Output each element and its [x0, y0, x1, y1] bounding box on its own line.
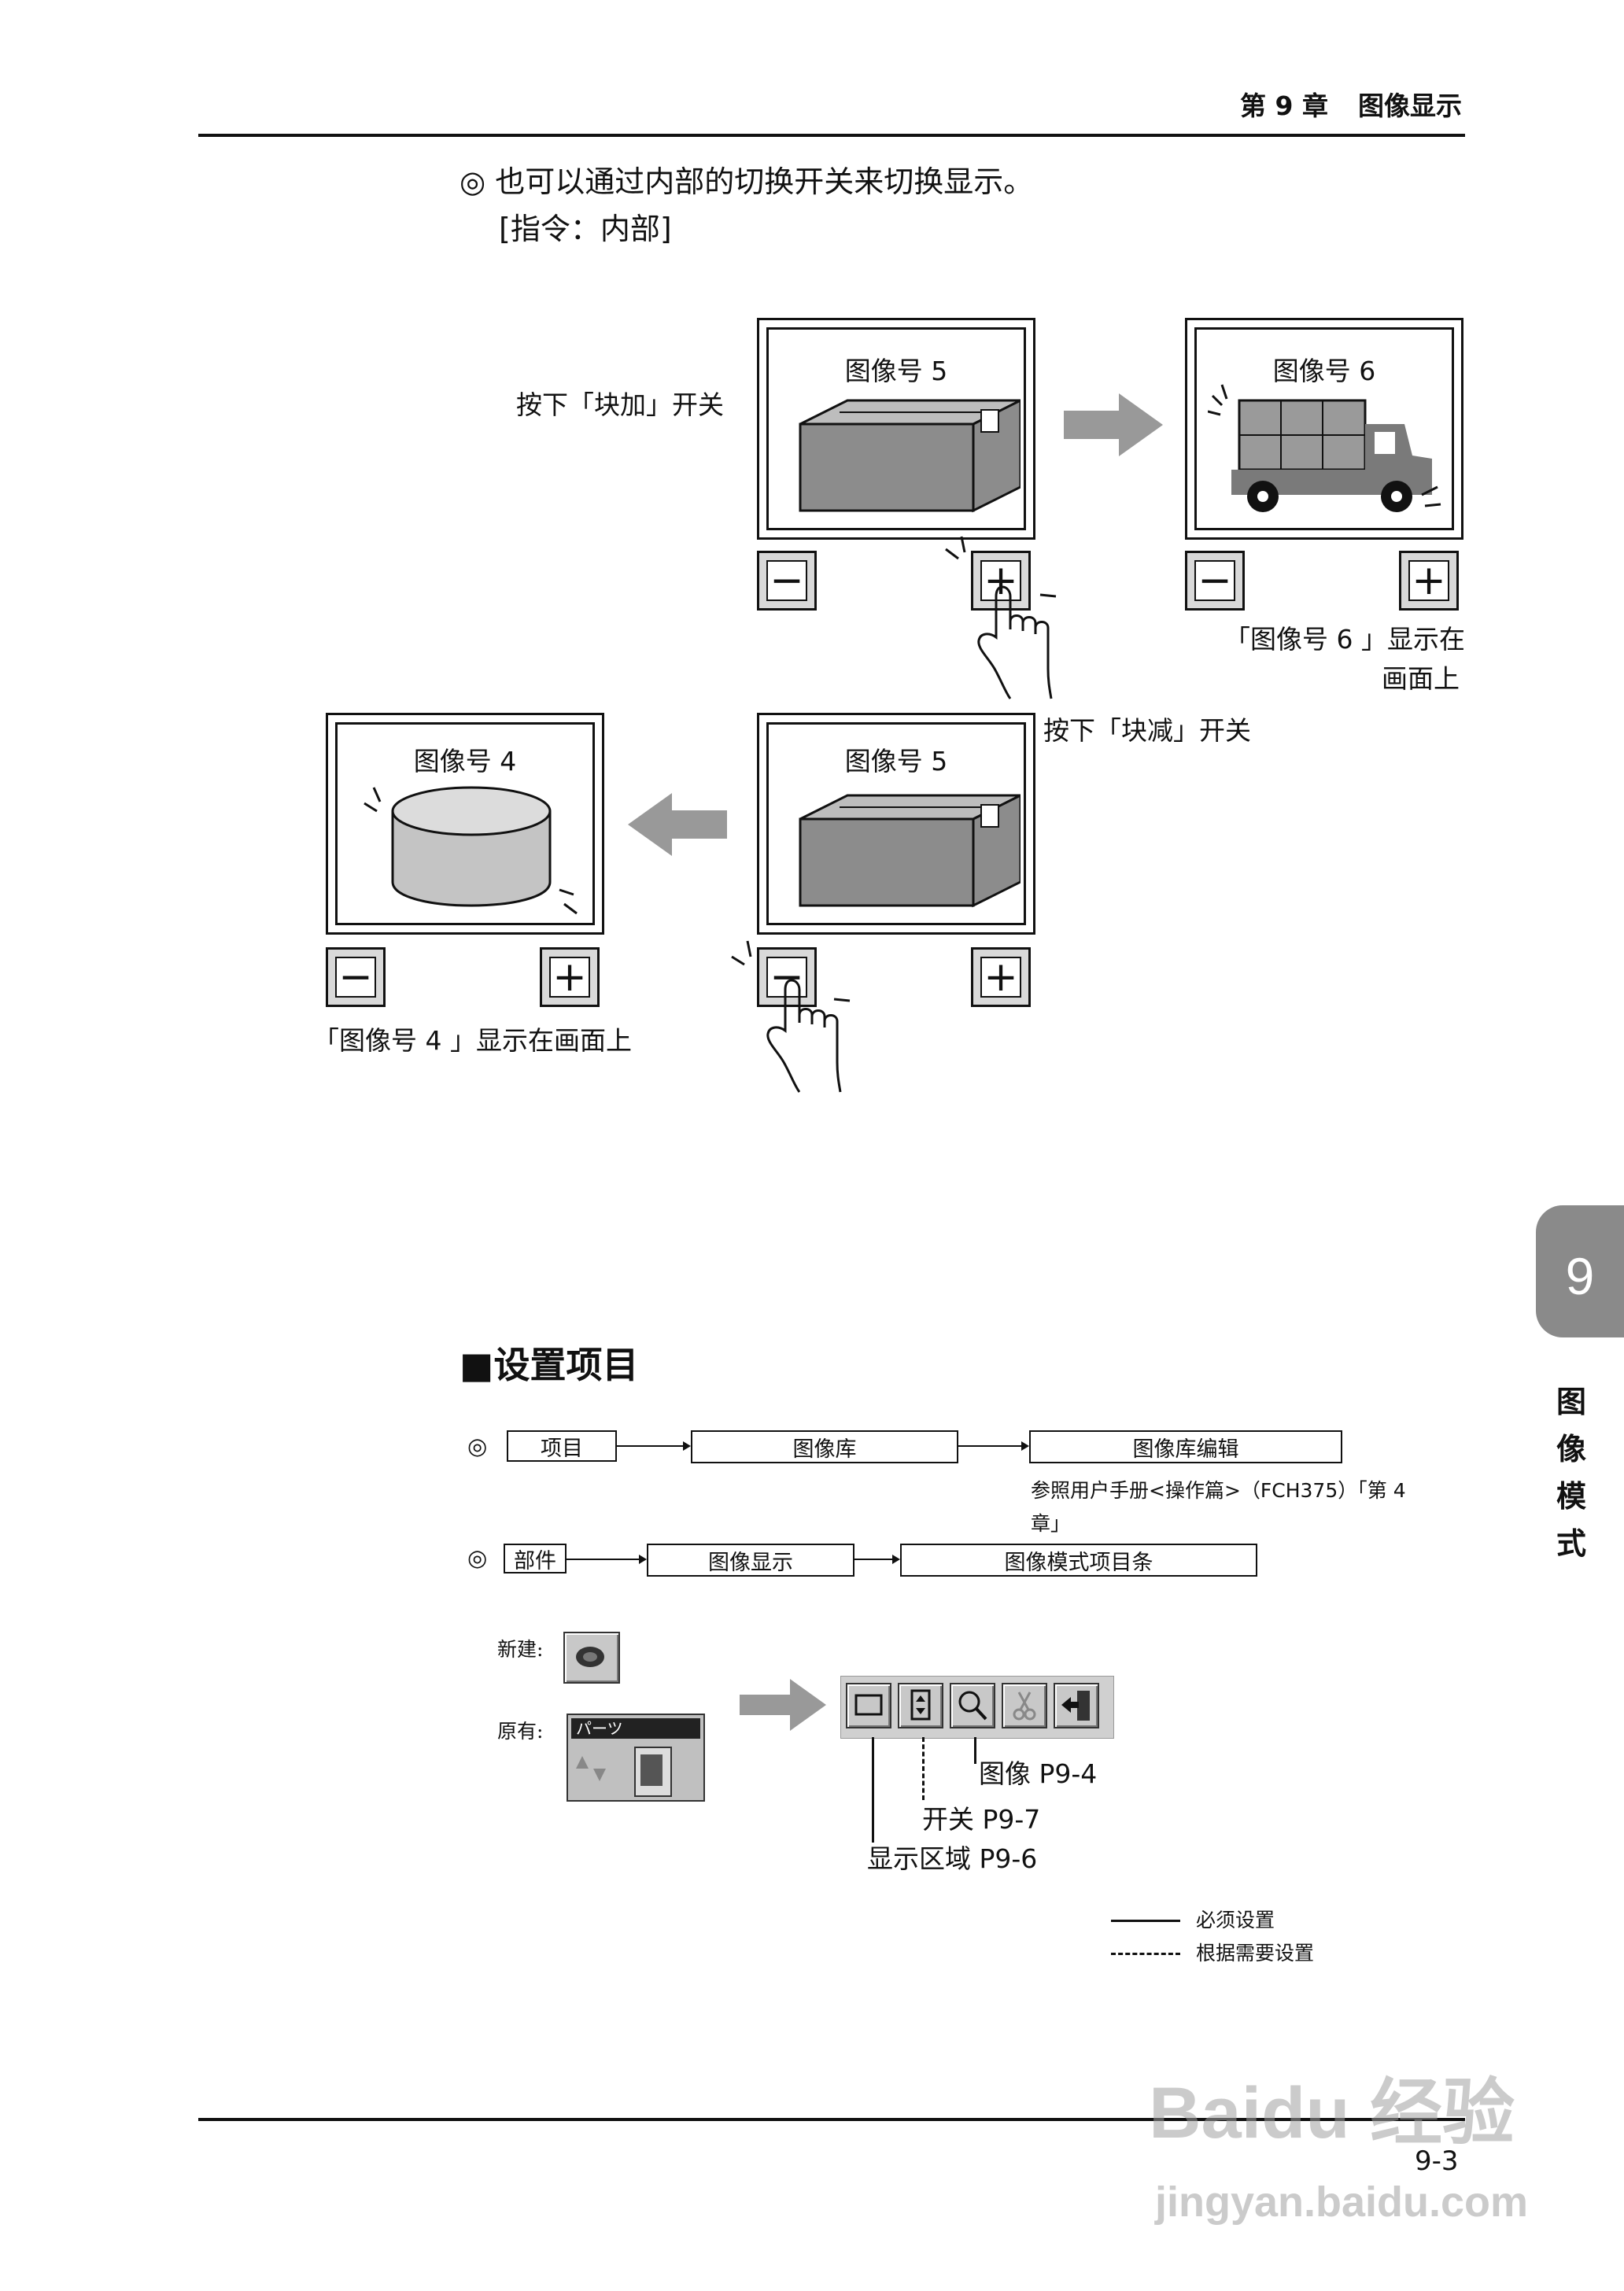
rectangle-icon	[854, 1694, 883, 1716]
callout-line-image	[974, 1737, 976, 1764]
watermark-url: jingyan.baidu.com	[1155, 2178, 1529, 2226]
legend-solid-line	[1111, 1920, 1180, 1922]
flow-connector-icon	[617, 1441, 691, 1451]
minus-key-top-right[interactable]: −	[1185, 551, 1245, 611]
switch-icon	[910, 1689, 931, 1721]
flow-connector-icon	[854, 1555, 900, 1564]
new-label: 新建:	[497, 1638, 544, 1661]
flow-item-parts: 部件	[504, 1544, 567, 1573]
plus-key-bottom-left[interactable]: +	[540, 947, 600, 1007]
arrow-right-icon	[1064, 393, 1163, 456]
label-image-6-shown-line2: 画面上	[1382, 663, 1460, 694]
screen-title: 图像号 4	[413, 746, 517, 777]
scroll-arrows-icon[interactable]	[574, 1750, 609, 1787]
label-image-4-shown: 「图像号 4 」显示在画面上	[313, 1025, 632, 1056]
image-part-icon	[576, 1647, 604, 1667]
flow-bullet: ◎	[467, 1433, 488, 1459]
switch-button[interactable]	[898, 1683, 943, 1728]
image-mode-toolbar	[840, 1676, 1114, 1739]
screen-image-5-bottom: 图像号 5	[757, 713, 1035, 935]
footer-rule	[198, 2118, 1465, 2121]
parts-panel[interactable]: パーツ	[567, 1714, 705, 1802]
new-image-button[interactable]	[563, 1632, 620, 1684]
legend-required: 必须设置	[1196, 1909, 1275, 1931]
flow-item-image-library-edit: 图像库编辑	[1029, 1430, 1342, 1463]
cut-button[interactable]	[1002, 1683, 1047, 1728]
chapter-title: 图像显示	[1358, 90, 1462, 121]
plus-key-bottom-right[interactable]: +	[971, 947, 1031, 1007]
flow-bullet: ◎	[467, 1544, 488, 1571]
arrow-left-icon	[628, 793, 727, 856]
flow-item-project: 项目	[507, 1430, 617, 1462]
minus-key-label: −	[335, 957, 376, 998]
legend-optional: 根据需要设置	[1196, 1942, 1315, 1965]
page-number: 9-3	[1415, 2145, 1459, 2177]
flow-item-image-mode-bar: 图像模式项目条	[900, 1544, 1257, 1577]
screen-title: 图像号 6	[1272, 356, 1376, 386]
header-rule	[198, 134, 1465, 137]
minus-key-bottom-left[interactable]: −	[326, 947, 386, 1007]
screen-title: 图像号 5	[844, 356, 948, 386]
plus-key-label: +	[980, 560, 1021, 601]
press-spark-icon	[731, 940, 851, 1002]
callout-line-switch	[922, 1737, 925, 1800]
screen-title: 图像号 5	[844, 746, 948, 777]
display-area-button[interactable]	[846, 1683, 891, 1728]
exit-button[interactable]	[1054, 1683, 1099, 1728]
flow-item-image-display: 图像显示	[647, 1544, 854, 1577]
chapter-tab-number: 9	[1565, 1247, 1595, 1305]
plus-key-top-left[interactable]: +	[971, 551, 1031, 611]
press-spark-icon	[945, 536, 1057, 598]
settings-heading: ■设置项目	[460, 1344, 639, 1386]
reference-note-line1: 参照用户手册<操作篇>（FCH375）「第 4	[1031, 1479, 1406, 1502]
plus-key-label: +	[1408, 560, 1449, 601]
label-press-minus: 按下「块减」开关	[1043, 715, 1251, 746]
scissors-icon	[1013, 1692, 1036, 1721]
magnifier-icon	[958, 1691, 987, 1721]
legend-dashed-line	[1111, 1953, 1180, 1955]
minus-key-label: −	[1194, 560, 1235, 601]
hand-pointer-icon	[766, 979, 842, 1093]
callout-switch: 开关 P9-7	[922, 1804, 1041, 1835]
plus-key-label: +	[549, 957, 590, 998]
intro-text: ◎ 也可以通过内部的切换开关来切换显示。	[460, 164, 1034, 199]
plus-key-top-right[interactable]: +	[1399, 551, 1459, 611]
parts-panel-title: パーツ	[571, 1718, 700, 1739]
cylinder-icon	[364, 786, 578, 915]
chapter-number: 第 9 章	[1240, 90, 1328, 121]
chapter-tab-title: 图像模式	[1556, 1385, 1586, 1561]
flow-item-image-library: 图像库	[691, 1430, 958, 1463]
flow-connector-icon	[958, 1441, 1029, 1451]
box-icon	[799, 399, 1021, 513]
image-button[interactable]	[950, 1683, 995, 1728]
truck-icon	[1208, 384, 1441, 512]
minus-key-top-left[interactable]: −	[757, 551, 817, 611]
screen-image-5-top: 图像号 5	[757, 318, 1035, 540]
chapter-side-tab: 9	[1536, 1205, 1624, 1337]
image-part-icon[interactable]	[634, 1747, 672, 1797]
watermark-logo: Baidu 经验	[1149, 2073, 1515, 2153]
screen-image-6: 图像号 6	[1185, 318, 1463, 540]
hand-pointer-icon	[977, 585, 1053, 699]
flow-connector-icon	[567, 1555, 647, 1564]
box-icon	[799, 794, 1021, 908]
screen-image-4: 图像号 4	[326, 713, 604, 935]
callout-line-display	[872, 1737, 874, 1843]
label-press-plus: 按下「块加」开关	[516, 389, 724, 420]
intro-command: [指令：内部]	[499, 212, 672, 246]
callout-image: 图像 P9-4	[979, 1758, 1098, 1789]
reference-note-line2: 章」	[1031, 1512, 1071, 1535]
label-image-6-shown-line1: 「图像号 6 」显示在	[1224, 624, 1465, 655]
arrow-right-icon	[740, 1679, 826, 1731]
callout-display-area: 显示区域 P9-6	[867, 1843, 1038, 1874]
plus-key-label: +	[980, 957, 1021, 998]
existing-label: 原有:	[497, 1720, 544, 1743]
minus-key-label: −	[766, 560, 807, 601]
exit-door-icon	[1061, 1691, 1090, 1721]
